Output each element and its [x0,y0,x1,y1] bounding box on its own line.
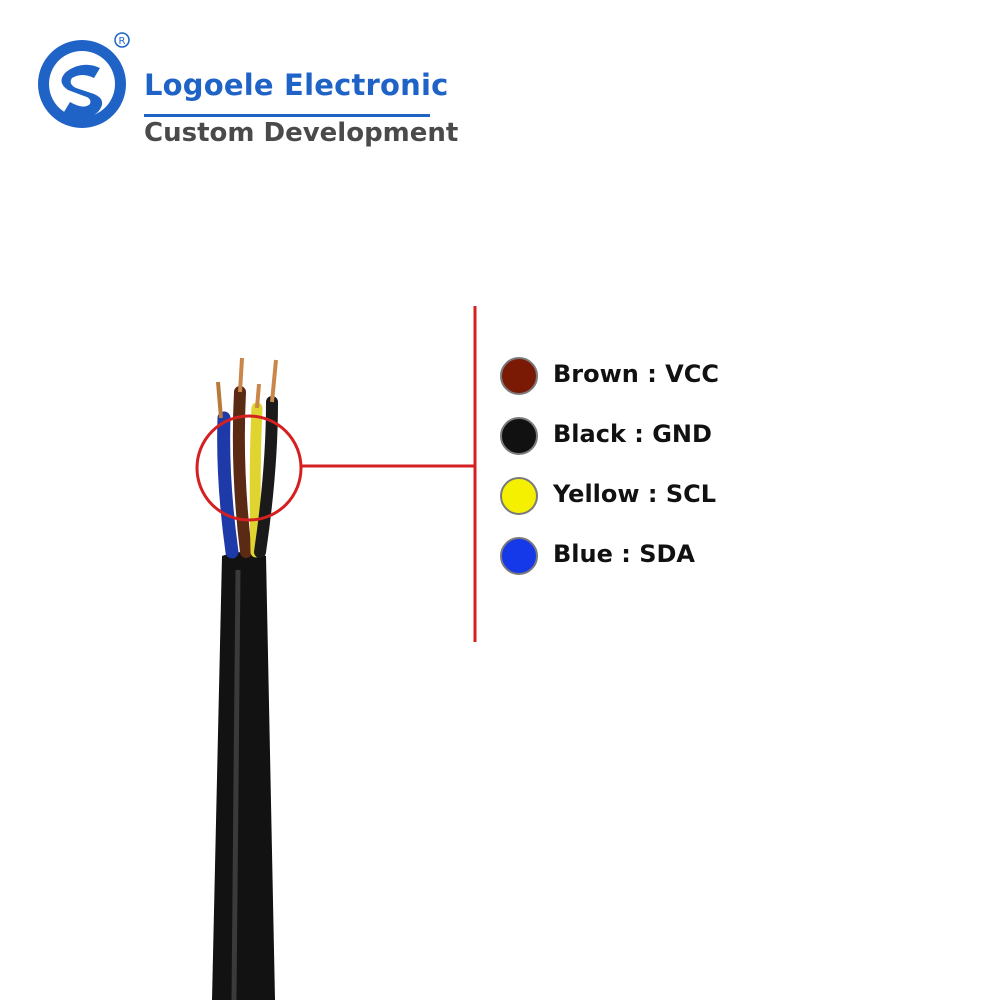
legend-item-black: Black : GND [500,412,800,464]
blue-swatch-icon [500,537,538,575]
registered-mark: R [119,36,126,47]
wire-blue-conductor [216,381,223,419]
cable-jacket-highlight [231,569,241,1000]
brown-swatch-icon [500,357,538,395]
legend-label: Brown : VCC [553,360,719,388]
brand-title: Logoele Electronic [144,68,449,102]
cable-jacket [212,552,275,1000]
wire-black [254,396,278,558]
legend-item-blue: Blue : SDA [500,532,800,584]
yellow-swatch-icon [500,477,538,515]
wire-yellow [249,402,263,558]
legend-label: Blue : SDA [553,540,695,568]
legend-item-yellow: Yellow : SCL [500,472,800,524]
wire-brown [232,386,252,558]
black-swatch-icon [500,417,538,455]
legend-label: Yellow : SCL [553,480,717,508]
wire-brown-conductor [238,357,244,393]
legend-item-brown: Brown : VCC [500,352,800,404]
wire-blue [217,411,239,559]
brand-divider [144,114,430,117]
legend-label: Black : GND [553,420,712,448]
wire-black-conductor [270,359,278,403]
brand-header: R Logoele Electronic Custom Development [28,28,458,148]
logo-icon: R [38,32,130,128]
callout-circle [195,414,303,522]
brand-tagline: Custom Development [144,118,459,148]
wire-yellow-conductor [255,383,261,409]
